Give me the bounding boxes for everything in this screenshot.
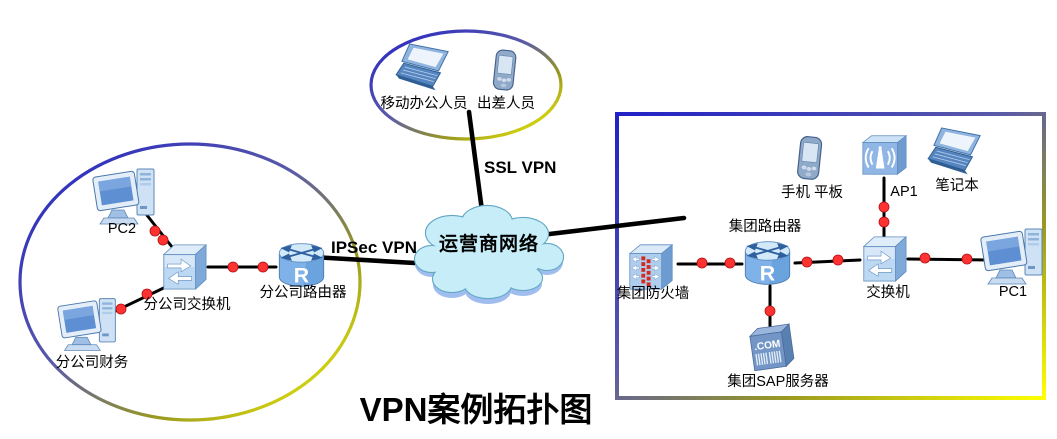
- cloud-body: [415, 206, 563, 298]
- ap1-icon: [861, 134, 908, 176]
- sap-server-icon: [748, 323, 796, 372]
- branch-router-icon: [278, 242, 325, 289]
- link-ipsec-branch-router-cloud: [309, 254, 435, 267]
- label-ap1: AP1: [890, 184, 918, 200]
- label-branch-router: 分公司路由器: [259, 285, 347, 301]
- label-branch-switch: 分公司交换机: [143, 297, 231, 313]
- headquarters-rect: [615, 112, 1046, 400]
- hq-switch-icon: [863, 236, 907, 282]
- pc2-icon: [92, 168, 155, 225]
- label-sap-server: 集团SAP服务器: [727, 374, 829, 390]
- label-branch-finance: 分公司财务: [55, 355, 129, 371]
- phone-tablet-icon: [796, 135, 823, 181]
- label-notebook: 笔记本: [935, 178, 979, 194]
- link-pc2-branch-switch: [144, 212, 178, 254]
- label-phone-tablet: 手机 平板: [780, 185, 844, 201]
- link-label-ssl-vpn: SSL VPN: [484, 158, 557, 177]
- hq-router-icon: [744, 240, 791, 287]
- branch-office-ellipse: [18, 142, 362, 422]
- pc1-icon: [980, 228, 1043, 285]
- label-hq-firewall: 集团防火墙: [616, 286, 690, 302]
- branch-switch-icon: [163, 244, 207, 290]
- traveler-phone-icon: [492, 48, 518, 92]
- branch-finance-pc-icon: [57, 298, 116, 351]
- diagram-title: VPN案例拓扑图: [359, 391, 593, 428]
- carrier-cloud: [413, 204, 565, 304]
- topology-links: [103, 109, 990, 328]
- label-mobile-staff: 移动办公人员: [380, 96, 468, 112]
- label-hq-switch: 交换机: [866, 285, 910, 301]
- link-endpoint-dots: [115, 201, 973, 317]
- label-pc2: PC2: [107, 221, 137, 237]
- label-traveler: 出差人员: [477, 96, 535, 112]
- label-hq-router: 集团路由器: [728, 219, 802, 235]
- label-pc1: PC1: [998, 284, 1028, 300]
- mobile-staff-laptop-icon: [395, 43, 449, 91]
- mobile-users-ellipse: [369, 29, 563, 141]
- notebook-icon: [927, 127, 981, 175]
- carrier-cloud-label: 运营商网络: [438, 234, 540, 255]
- link-label-ipsec-vpn: IPSec VPN: [331, 238, 417, 257]
